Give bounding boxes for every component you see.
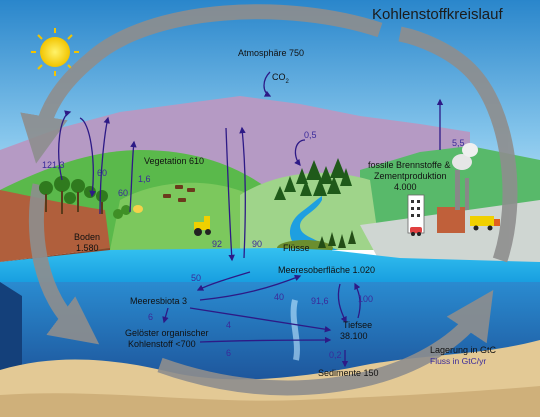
atmosphere-label: Atmosphäre 750 [238,48,305,58]
flux-deep-to-sediment: 0,2 [329,350,342,360]
deep-sea-name: Tiefsee [343,320,373,330]
sediment-lower [0,386,540,417]
soil-cross-section [0,190,110,262]
truck-icon [470,216,500,231]
co2-label: CO2 [272,72,289,86]
bubble-column [290,299,300,361]
flux-ocean-to-atm: 90 [252,239,263,249]
flux-fossil-emission: 5,5 [452,138,465,148]
soil-name: Boden [74,232,101,242]
flux-deep-to-surface: 100 [358,294,374,304]
rivers-label: Flüsse [283,243,310,253]
vegetation-label: Vegetation 610 [144,156,205,166]
flux-veg-to-atm: 121,3 [42,160,65,170]
flux-land-use: 1,6 [138,174,151,184]
sediments-label: Sedimente 150 [318,368,379,378]
doc-line2: Kohlenstoff <700 [128,339,196,349]
flux-surface-to-deep: 91,6 [311,296,329,306]
flux-atm-to-veg: 60 [97,168,108,178]
co2-subscript: 2 [285,78,289,85]
flux-biota-to-doc: 6 [148,312,154,322]
ocean-surface [0,248,540,290]
soil-value: 1.580 [76,243,99,253]
fossil-line2: Zementproduktion [374,171,447,181]
flux-atm-to-ocean: 92 [212,239,223,249]
factory-icon [407,143,478,234]
flux-arrows [58,71,444,368]
conifer-forest [274,158,352,200]
hay-icon [133,205,143,213]
marine-biota-label: Meeresbiota 3 [130,296,188,306]
tractor-icon [194,216,211,236]
legend-storage: Lagerung in GtC [430,345,497,355]
deep-sea-value: 38.100 [340,331,368,341]
flux-biota-to-surface: 40 [274,292,285,302]
diagram-title: Kohlenstoffkreislauf [372,6,503,23]
sun-icon [31,28,79,76]
flux-biota-to-deep: 4 [226,320,232,330]
river [289,196,338,250]
wetland-trees [318,230,356,248]
fossil-line1: fossile Brennstoffe & [368,160,451,170]
cycle-arrows [20,4,518,396]
co2-text: CO [272,72,286,82]
flux-soil-to-atm: 60 [118,188,129,198]
fossil-value: 4.000 [394,182,417,192]
ocean-surface-label: Meeresoberfläche 1.020 [278,265,376,275]
cattle-icon [163,185,195,202]
flux-surface-to-biota: 50 [191,273,202,283]
middle-hill [110,182,280,250]
doc-line1: Gelöster organischer [125,328,209,338]
flux-doc-to-deep: 6 [226,348,232,358]
legend-flux: Fluss in GtC/yr [430,356,487,366]
car-icon [410,227,422,236]
bush-icon [113,205,131,219]
flux-river-exchange: 0,5 [304,130,317,140]
